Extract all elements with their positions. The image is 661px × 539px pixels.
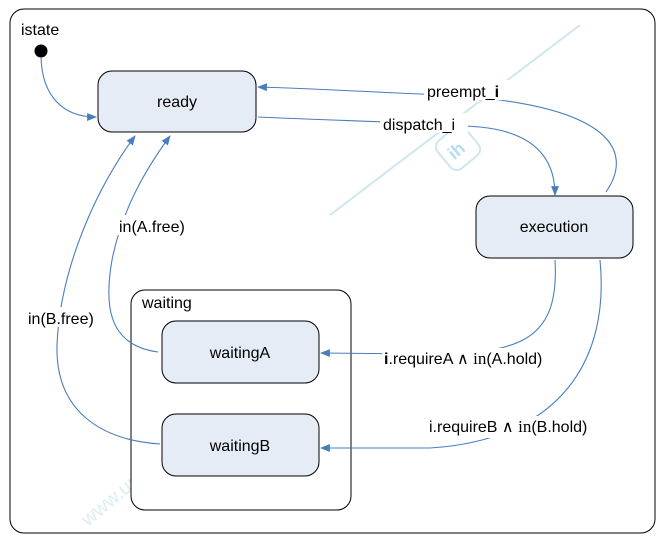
istate-label: istate	[21, 22, 59, 39]
edge-execution-to-waitingB	[320, 259, 602, 452]
initial-state-dot	[34, 44, 48, 58]
state-waitingB-label: waitingB	[209, 438, 270, 455]
state-waitingB[interactable]: waitingB	[161, 413, 320, 477]
label-inBfree: in(B.free)	[28, 311, 94, 328]
label-preempt: preempt_i	[427, 84, 499, 101]
state-execution-label: execution	[520, 219, 589, 236]
label-dispatch: dispatch_i	[383, 117, 455, 134]
edge-initial-to-ready	[40, 56, 97, 121]
edge-waitingA-to-ready	[108, 135, 171, 353]
label-requireB: i.requireB ∧ in(B.hold)	[429, 417, 587, 436]
label-inAfree: in(A.free)	[119, 219, 185, 236]
state-ready[interactable]: ready	[97, 70, 257, 133]
state-execution[interactable]: execution	[475, 195, 634, 259]
waiting-region-label: waiting	[141, 295, 192, 312]
edge-waitingB-to-ready	[56, 135, 161, 445]
edge-dispatch	[257, 116, 559, 196]
label-requireA: i.requireA ∧ in(A.hold)	[384, 349, 542, 368]
state-ready-label: ready	[157, 94, 197, 111]
state-waitingA-label: waitingA	[209, 345, 271, 362]
state-waitingA[interactable]: waitingA	[161, 320, 320, 384]
